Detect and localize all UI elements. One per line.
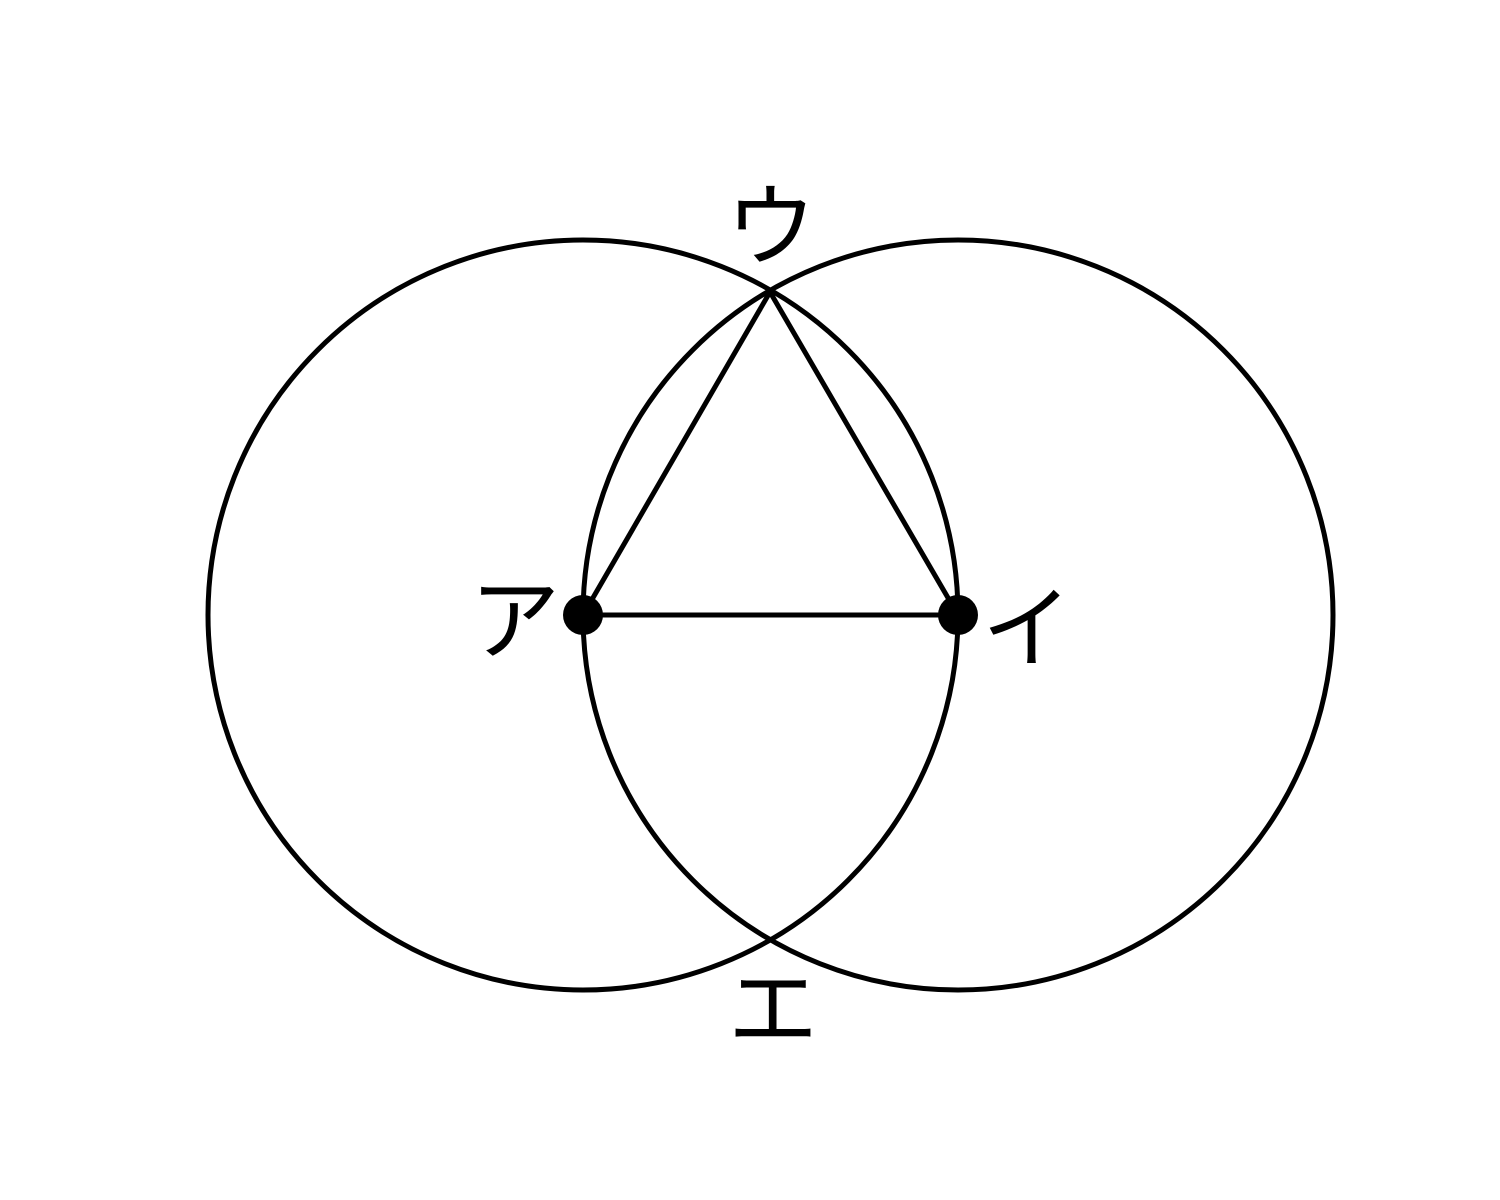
label-e: エ — [728, 957, 818, 1062]
label-u: ウ — [726, 175, 816, 280]
label-i: イ — [982, 577, 1072, 682]
point-i — [938, 595, 978, 635]
segment-i-u — [767, 290, 961, 617]
label-a: ア — [470, 569, 560, 674]
segment-a-u — [580, 290, 773, 617]
point-a — [563, 595, 603, 635]
